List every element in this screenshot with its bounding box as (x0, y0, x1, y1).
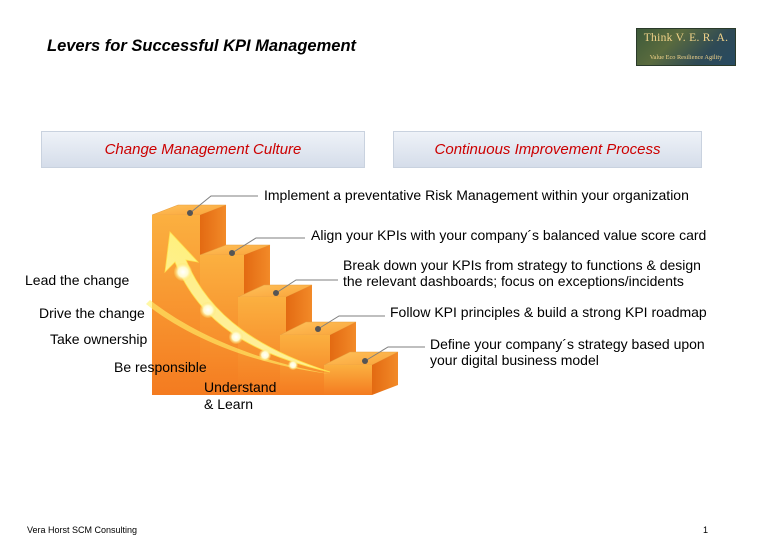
label-be-responsible: Be responsible (114, 359, 207, 375)
growth-arrow (146, 231, 331, 374)
glow-dot (229, 330, 243, 344)
label-understand: Understand (204, 379, 277, 395)
label-lead-the-change: Lead the change (25, 272, 130, 288)
band-continuous-improvement: Continuous Improvement Process (393, 131, 702, 168)
leader-lines (189, 195, 425, 362)
glow-dot (174, 263, 192, 281)
label-take-ownership: Take ownership (50, 331, 148, 347)
glow-dot (259, 349, 271, 361)
page-number: 1 (703, 525, 709, 535)
logo-line-1: Think V. E. R. A. (643, 32, 729, 44)
glow-dot (288, 360, 298, 370)
logo: Think V. E. R. A. Value Eco Resilience A… (636, 28, 736, 66)
step-break-down-kpis-line-2: the relevant dashboards; focus on except… (343, 273, 684, 289)
step-break-down-kpis-line-1: Break down your KPIs from strategy to fu… (343, 257, 701, 273)
step-risk-management: Implement a preventative Risk Management… (264, 187, 689, 203)
leader-dots (187, 210, 368, 364)
step-define-strategy-line-2: your digital business model (430, 352, 599, 368)
footer-author: Vera Horst SCM Consulting (27, 525, 138, 535)
band-change-management: Change Management Culture (41, 131, 365, 168)
step-define-strategy-line-1: Define your company´s strategy based upo… (430, 336, 705, 352)
page-title: Levers for Successful KPI Management (47, 37, 357, 55)
glow-dot (200, 302, 216, 318)
step-align-kpis: Align your KPIs with your company´s bala… (311, 227, 707, 243)
step-kpi-principles: Follow KPI principles & build a strong K… (390, 304, 707, 320)
label-drive-the-change: Drive the change (39, 305, 145, 321)
label-and-learn: & Learn (204, 396, 254, 412)
stair-step-5 (323, 351, 399, 395)
logo-line-2: Value Eco Resilience Agility (649, 54, 723, 61)
